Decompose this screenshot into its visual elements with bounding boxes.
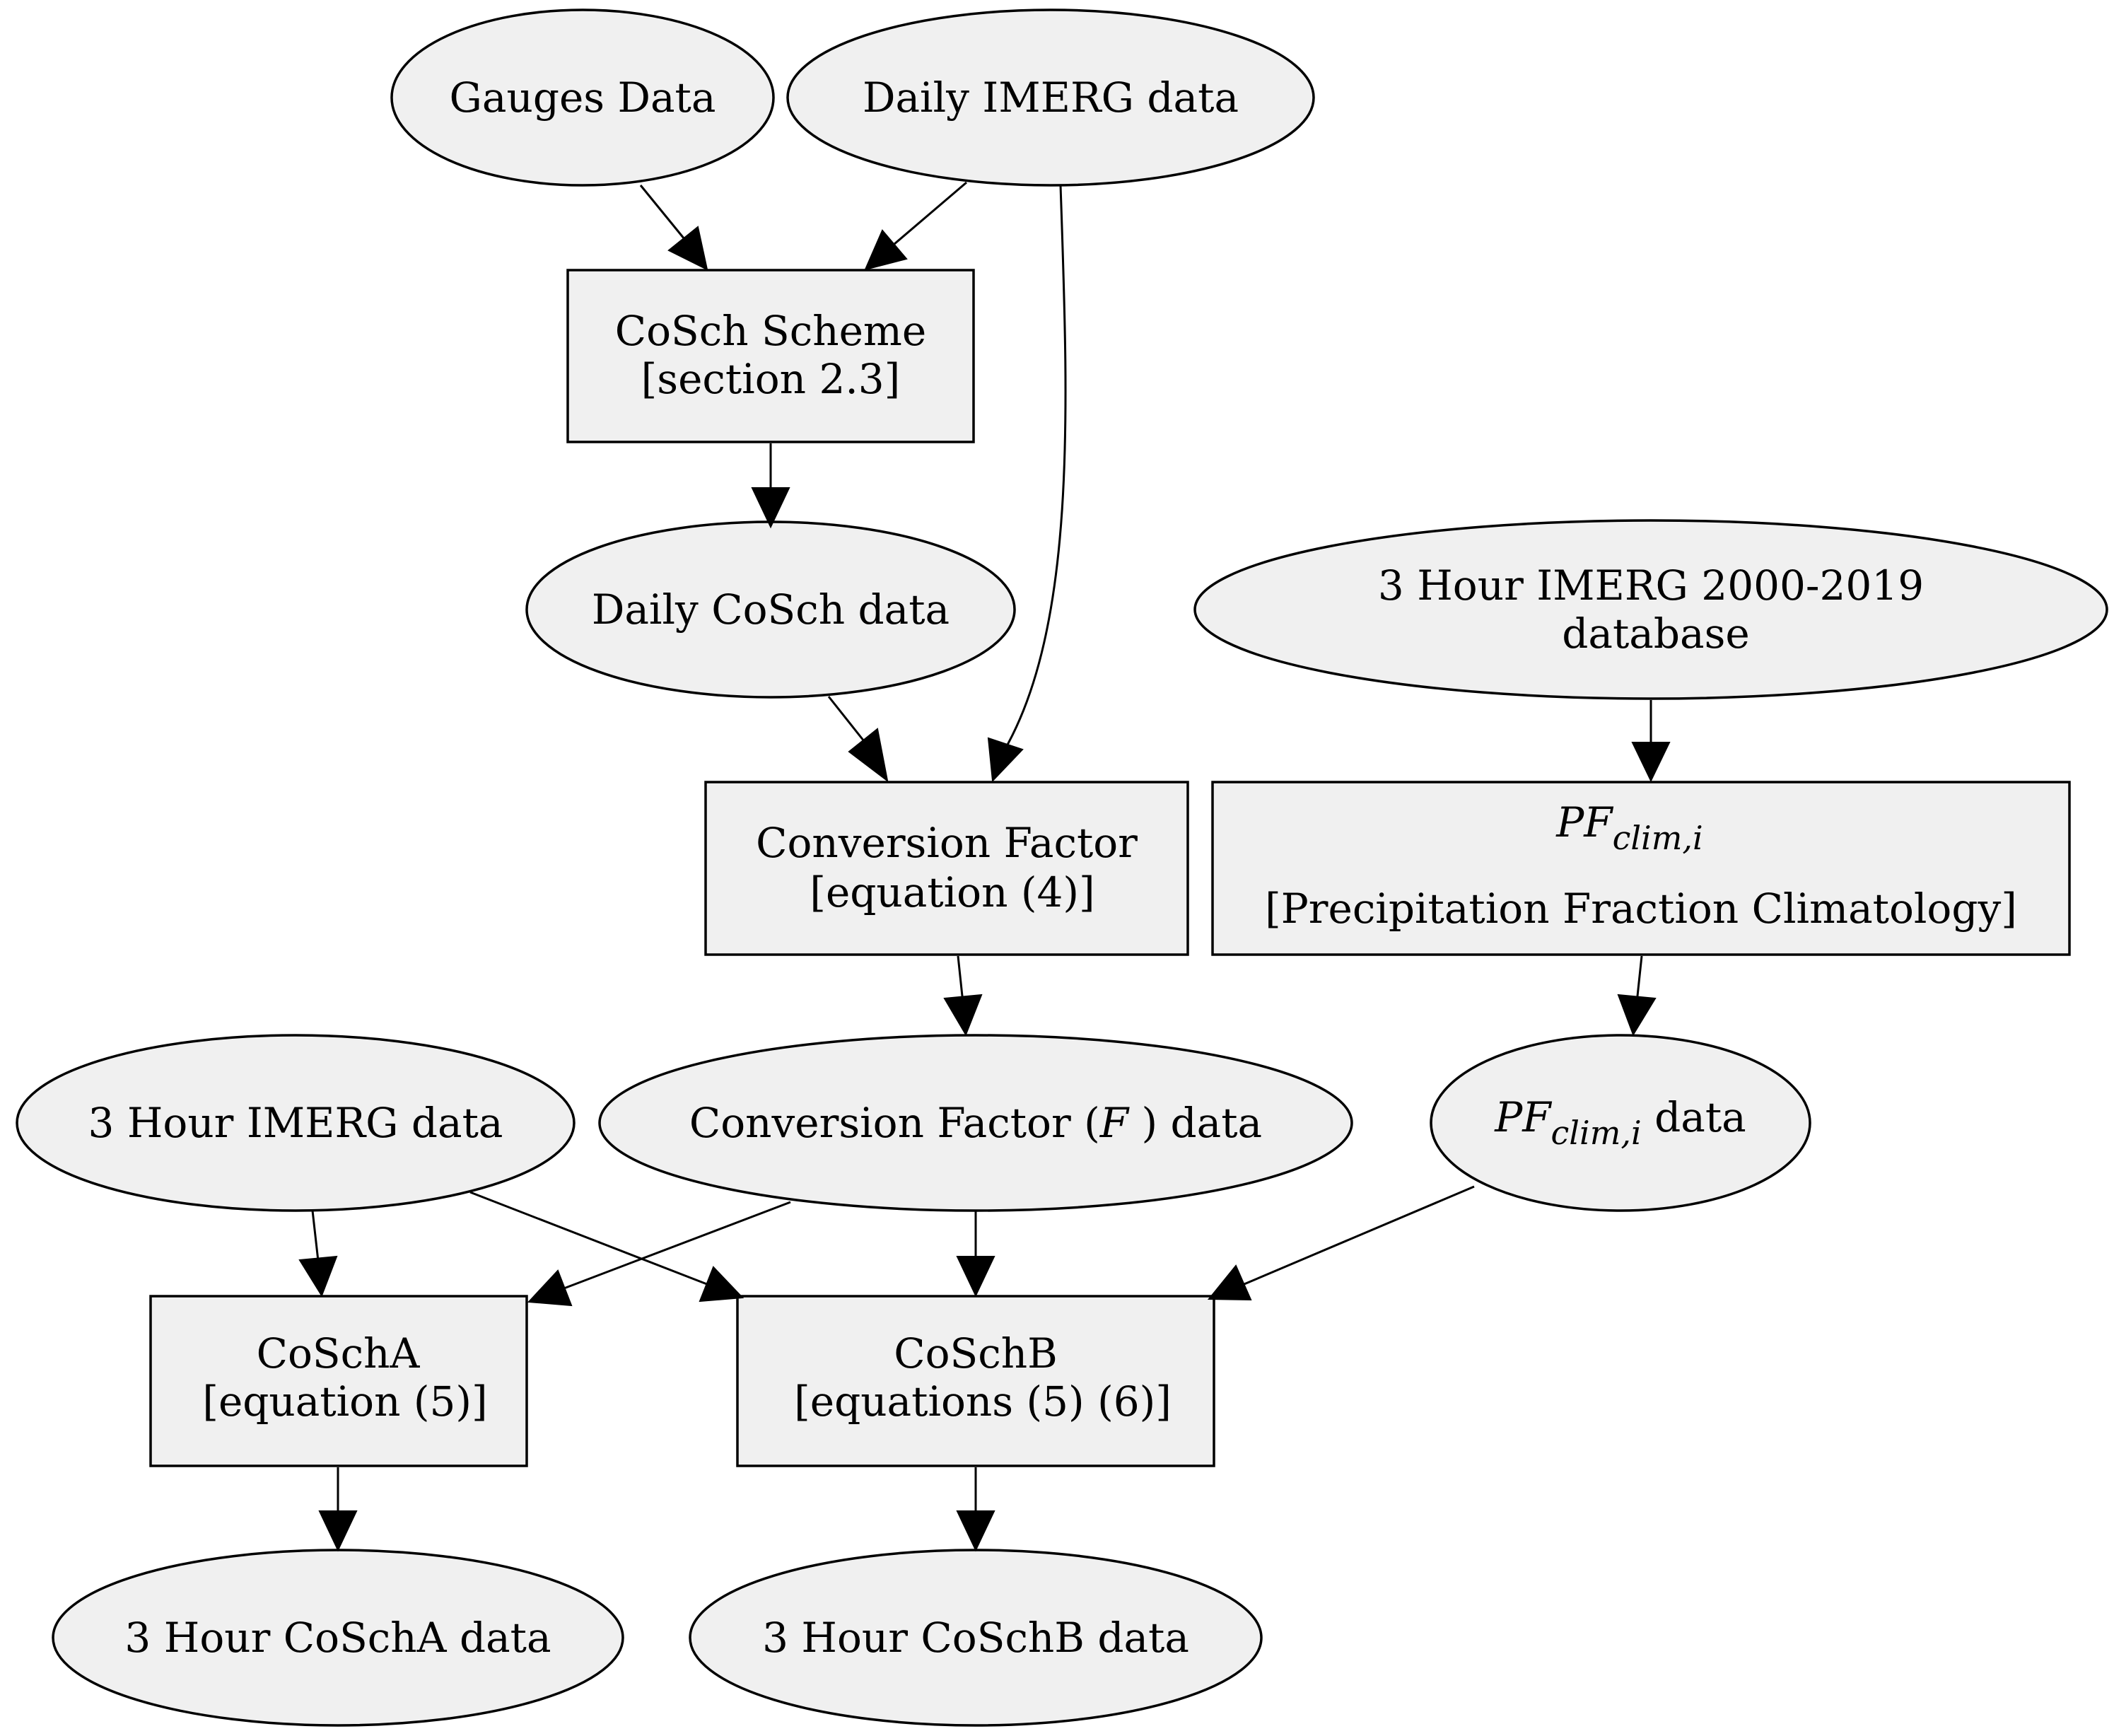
node-coschb-3h-data-label: 3 Hour CoSchB data <box>762 1614 1189 1662</box>
node-conversion-factor-data: Conversion Factor (F ) data <box>598 1034 1353 1212</box>
edge-imerg-3h-to-coscha <box>311 1210 320 1262</box>
arrowhead-pf-data-to-coschb <box>1207 1264 1252 1301</box>
node-cosch-scheme-label-line1: CoSch Scheme <box>615 307 927 355</box>
node-cosch-scheme-label-line2: [section 2.3] <box>641 355 901 403</box>
node-imerg-3h-data: 3 Hour IMERG data <box>16 1034 576 1212</box>
conv-data-suffix: ) data <box>1128 1099 1262 1147</box>
arrowhead-imerg-3h-to-coscha <box>298 1255 338 1298</box>
pf-subscript: clim,i <box>1613 819 1703 857</box>
arrowhead-coscha-to-coscha-3h <box>318 1510 358 1552</box>
node-imerg-database-label-line1: 3 Hour IMERG 2000-2019 <box>1378 561 1924 610</box>
arrowhead-gauges-to-cosch-scheme <box>667 226 708 271</box>
edge-conv-factor-to-conv-data <box>957 955 964 1003</box>
node-conversion-factor-data-label: Conversion Factor (F ) data <box>689 1099 1262 1147</box>
node-daily-cosch-data-label: Daily CoSch data <box>592 586 950 634</box>
edge-daily-imerg-to-cosch-scheme <box>894 181 967 245</box>
arrowhead-daily-cosch-to-conv-factor <box>848 728 889 783</box>
node-pf-climatology-label-line2: [Precipitation Fraction Climatology] <box>1265 885 2017 933</box>
arrowhead-imerg-3h-to-coschb <box>699 1266 744 1303</box>
node-daily-imerg-data: Daily IMERG data <box>786 8 1315 187</box>
node-coschb: CoSchB [equations (5) (6)] <box>736 1295 1215 1467</box>
node-imerg-database-label-line2: database <box>1562 610 1749 658</box>
node-coscha-3h-data-label: 3 Hour CoSchA data <box>124 1614 551 1662</box>
node-pf-data-label: PFclim,i data <box>1494 1093 1746 1152</box>
node-coschb-3h-data: 3 Hour CoSchB data <box>689 1549 1263 1727</box>
edge-imerg-3h-to-coschb <box>469 1191 711 1287</box>
node-conversion-factor-label-line1: Conversion Factor <box>756 819 1138 867</box>
arrowhead-cosch-scheme-to-daily-cosch <box>751 487 790 529</box>
arrowhead-imerg-db-to-pf-box <box>1631 742 1671 783</box>
edge-daily-cosch-to-conv-factor <box>827 696 865 742</box>
arrowhead-conv-data-to-coschb <box>956 1256 995 1298</box>
node-imerg-3h-data-label: 3 Hour IMERG data <box>88 1099 503 1147</box>
arrowhead-conv-factor-to-conv-data <box>943 994 983 1037</box>
nodes: Gauges Data Daily IMERG data CoSch Schem… <box>16 8 2108 1727</box>
node-coschb-label-line2: [equations (5) (6)] <box>794 1377 1172 1426</box>
node-daily-cosch-data: Daily CoSch data <box>525 520 1016 699</box>
node-coscha-label-line1: CoSchA <box>257 1329 421 1377</box>
node-imerg-database: 3 Hour IMERG 2000-2019 database <box>1193 519 2108 700</box>
edge-gauges-to-cosch-scheme <box>639 185 686 240</box>
node-coscha-3h-data: 3 Hour CoSchA data <box>52 1549 624 1727</box>
arrowhead-conv-data-to-coscha <box>527 1269 573 1307</box>
conv-data-symbol: F <box>1099 1099 1130 1147</box>
edge-daily-imerg-to-conv-factor <box>1003 185 1067 752</box>
arrowhead-pf-box-to-pf-data <box>1617 994 1657 1037</box>
node-conversion-factor-label-line2: [equation (4)] <box>810 868 1094 916</box>
conv-data-prefix: Conversion Factor ( <box>689 1099 1100 1147</box>
node-coscha: CoSchA [equation (5)] <box>149 1295 528 1467</box>
node-conversion-factor: Conversion Factor [equation (4)] <box>704 781 1189 956</box>
edge-conv-data-to-coscha <box>561 1201 791 1291</box>
edge-pf-box-to-pf-data <box>1635 955 1643 1003</box>
pf-data-symbol: PF <box>1494 1093 1552 1141</box>
pf-symbol: PF <box>1555 798 1613 846</box>
node-pf-climatology: PFclim,i [Precipitation Fraction Climato… <box>1211 781 2071 956</box>
node-gauges-data-label: Gauges Data <box>450 74 716 122</box>
arrowhead-daily-imerg-to-cosch-scheme <box>864 229 908 271</box>
edge-pf-data-to-coschb <box>1240 1185 1475 1287</box>
node-pf-data: PFclim,i data <box>1430 1034 1811 1212</box>
node-cosch-scheme: CoSch Scheme [section 2.3] <box>566 269 975 443</box>
node-gauges-data: Gauges Data <box>390 8 775 187</box>
node-pf-climatology-label-line1: PFclim,i <box>1555 798 1703 857</box>
node-daily-imerg-data-label: Daily IMERG data <box>863 74 1239 122</box>
pf-data-suffix: data <box>1642 1093 1746 1141</box>
pf-data-subscript: clim,i <box>1551 1114 1642 1152</box>
arrowheads <box>298 226 1671 1552</box>
node-coscha-label-line2: [equation (5)] <box>202 1377 487 1426</box>
node-coschb-label-line1: CoSchB <box>894 1329 1058 1377</box>
arrowhead-daily-imerg-to-conv-factor <box>987 737 1024 783</box>
arrowhead-coschb-to-coschb-3h <box>956 1510 995 1552</box>
edges <box>311 181 1652 1517</box>
